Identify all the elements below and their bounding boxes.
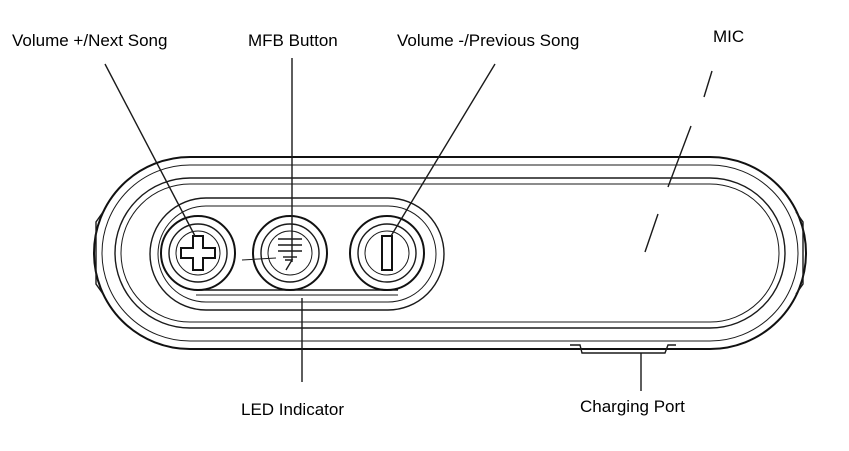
volume-up-button (161, 216, 235, 290)
leader-mic-3 (645, 214, 658, 252)
label-charging-port: Charging Port (580, 397, 685, 417)
mfb-button (242, 216, 327, 290)
plus-icon (181, 236, 215, 270)
power-icon (278, 239, 302, 270)
leader-volume-next (105, 64, 195, 236)
volume-down-button (350, 216, 424, 290)
device-shell-inner-edge (102, 165, 798, 341)
label-mfb-button: MFB Button (248, 31, 338, 51)
label-led-indicator: LED Indicator (241, 400, 344, 420)
leader-mic-1 (704, 71, 712, 97)
label-mic: MIC (713, 27, 744, 47)
label-volume-previous-song: Volume -/Previous Song (397, 31, 579, 51)
minus-icon (382, 236, 392, 270)
button-tray-inner (158, 206, 436, 302)
leader-volume-prev (391, 64, 495, 236)
mfb-center-mark (242, 258, 276, 260)
device-outer-shell (94, 157, 806, 349)
button-tray-outer (150, 198, 444, 310)
label-volume-next-song: Volume +/Next Song (12, 31, 167, 51)
